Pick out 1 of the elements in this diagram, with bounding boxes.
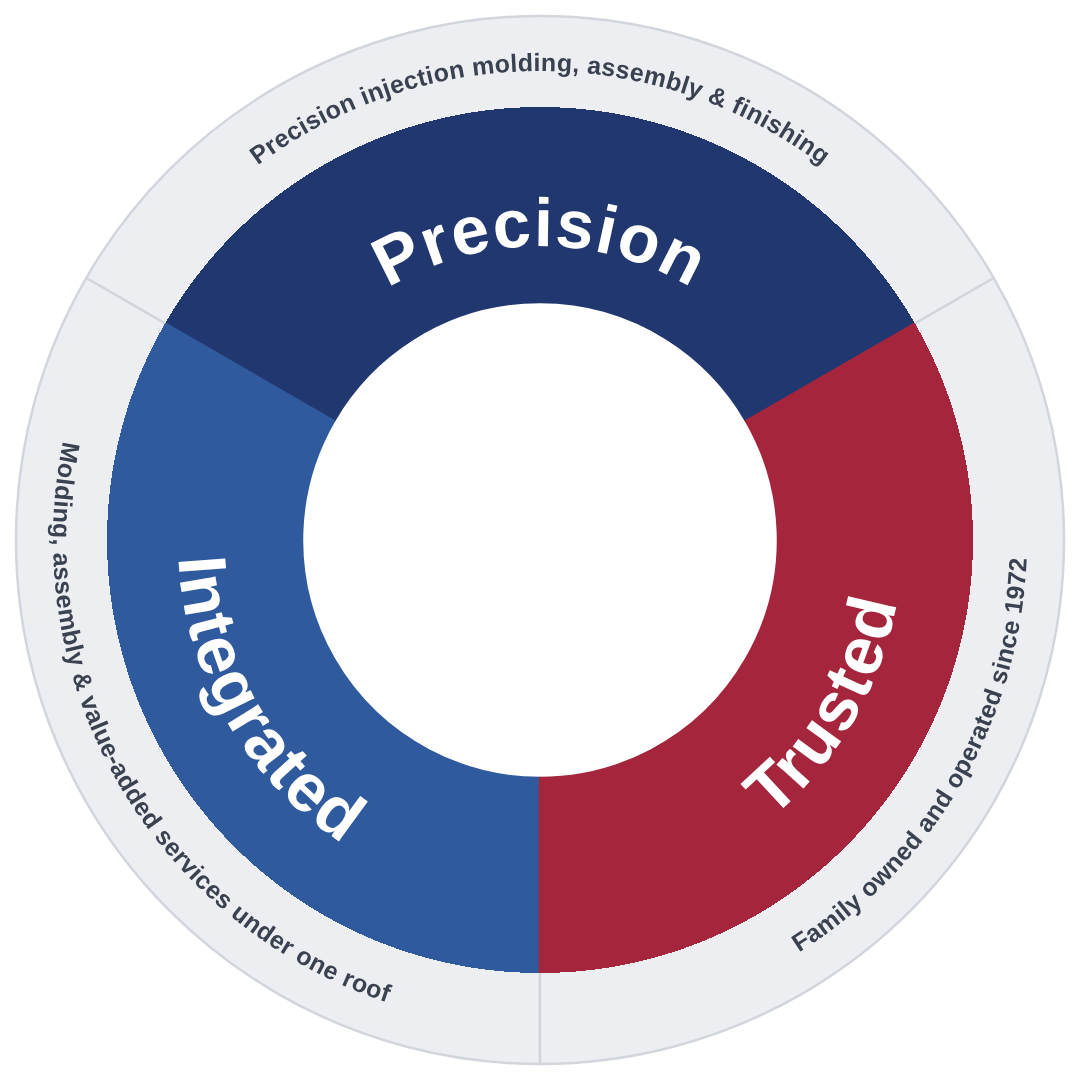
segment-title: Precision bbox=[359, 183, 721, 301]
